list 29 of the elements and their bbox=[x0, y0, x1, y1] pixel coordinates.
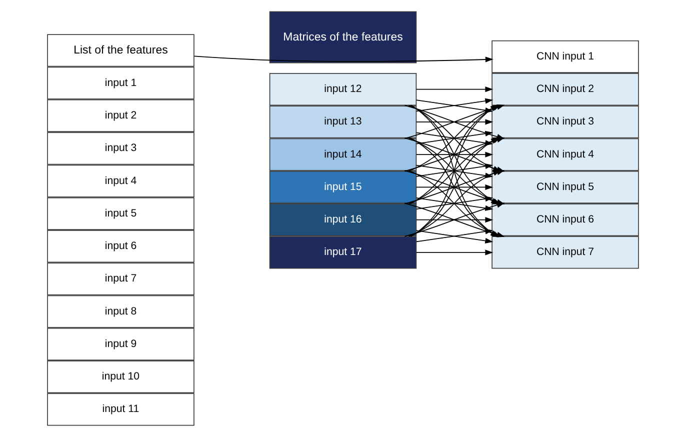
node-box: input 2 bbox=[46, 99, 194, 132]
node-box: input 17 bbox=[268, 236, 416, 269]
arrow bbox=[193, 56, 493, 62]
node-box: input 14 bbox=[268, 138, 416, 171]
node-box: input 12 bbox=[268, 72, 416, 106]
node-box: Matrices of the features bbox=[268, 11, 416, 64]
node-box: input 5 bbox=[46, 197, 194, 230]
node-box: input 9 bbox=[46, 328, 194, 360]
node-box: input 16 bbox=[268, 204, 416, 236]
node-box: input 8 bbox=[46, 295, 194, 328]
arrow bbox=[415, 86, 493, 92]
arrow bbox=[415, 250, 493, 256]
node-box: CNN input 7 bbox=[491, 236, 638, 269]
arrow bbox=[415, 119, 493, 125]
arrow bbox=[415, 217, 493, 223]
node-box: input 7 bbox=[46, 262, 194, 296]
arrow bbox=[415, 184, 493, 190]
node-box: input 1 bbox=[46, 66, 194, 100]
node-box: input 15 bbox=[268, 170, 416, 204]
node-box: input 3 bbox=[46, 132, 194, 165]
node-box: input 11 bbox=[46, 393, 194, 426]
node-box: CNN input 1 bbox=[491, 40, 638, 73]
node-box: input 4 bbox=[46, 164, 194, 198]
node-box: input 10 bbox=[46, 360, 194, 394]
arrow bbox=[415, 152, 493, 158]
node-box: input 6 bbox=[46, 230, 194, 263]
node-box: CNN input 2 bbox=[491, 72, 638, 106]
node-box: input 13 bbox=[268, 106, 416, 138]
node-box: List of the features bbox=[46, 34, 194, 67]
